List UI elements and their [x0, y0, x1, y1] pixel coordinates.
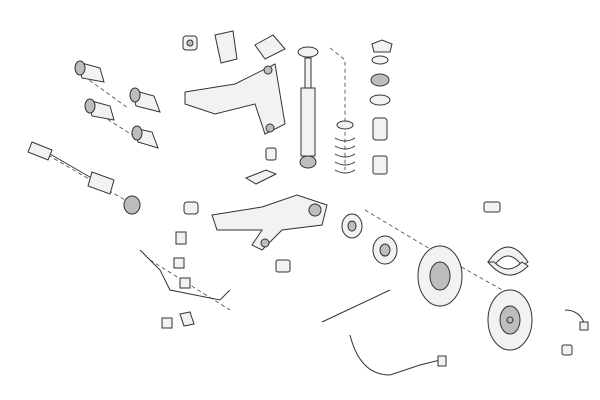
clamp-bracket	[161, 311, 195, 329]
dust-cap	[561, 344, 573, 356]
wheel-cylinder	[483, 201, 501, 213]
brake-cable	[321, 289, 391, 323]
brake-drum	[487, 289, 533, 351]
cv-boot-1	[74, 60, 105, 83]
bracket-top	[214, 30, 238, 64]
bushing-small	[265, 147, 277, 161]
brake-shoes	[486, 246, 529, 276]
wheel-bearing	[341, 213, 363, 239]
trailing-arm	[184, 63, 286, 135]
abs-sensor	[564, 309, 589, 331]
strut-mount-parts	[369, 39, 393, 175]
cv-boot-4	[131, 125, 159, 149]
abs-sensor-wire	[349, 334, 447, 376]
lower-control-arm	[211, 194, 328, 251]
mount-top	[254, 34, 286, 60]
cv-boot-2	[84, 98, 115, 121]
wheel-hub	[372, 235, 398, 265]
link-small	[244, 169, 278, 185]
bushing-top	[182, 35, 198, 51]
cv-boot-3	[129, 87, 161, 113]
drive-shaft	[27, 141, 141, 215]
bushing-left	[183, 201, 199, 215]
coil-spring	[334, 120, 356, 174]
brake-backing-plate	[417, 245, 463, 307]
stabilizer-bar	[139, 231, 291, 301]
shock-absorber	[297, 46, 319, 169]
